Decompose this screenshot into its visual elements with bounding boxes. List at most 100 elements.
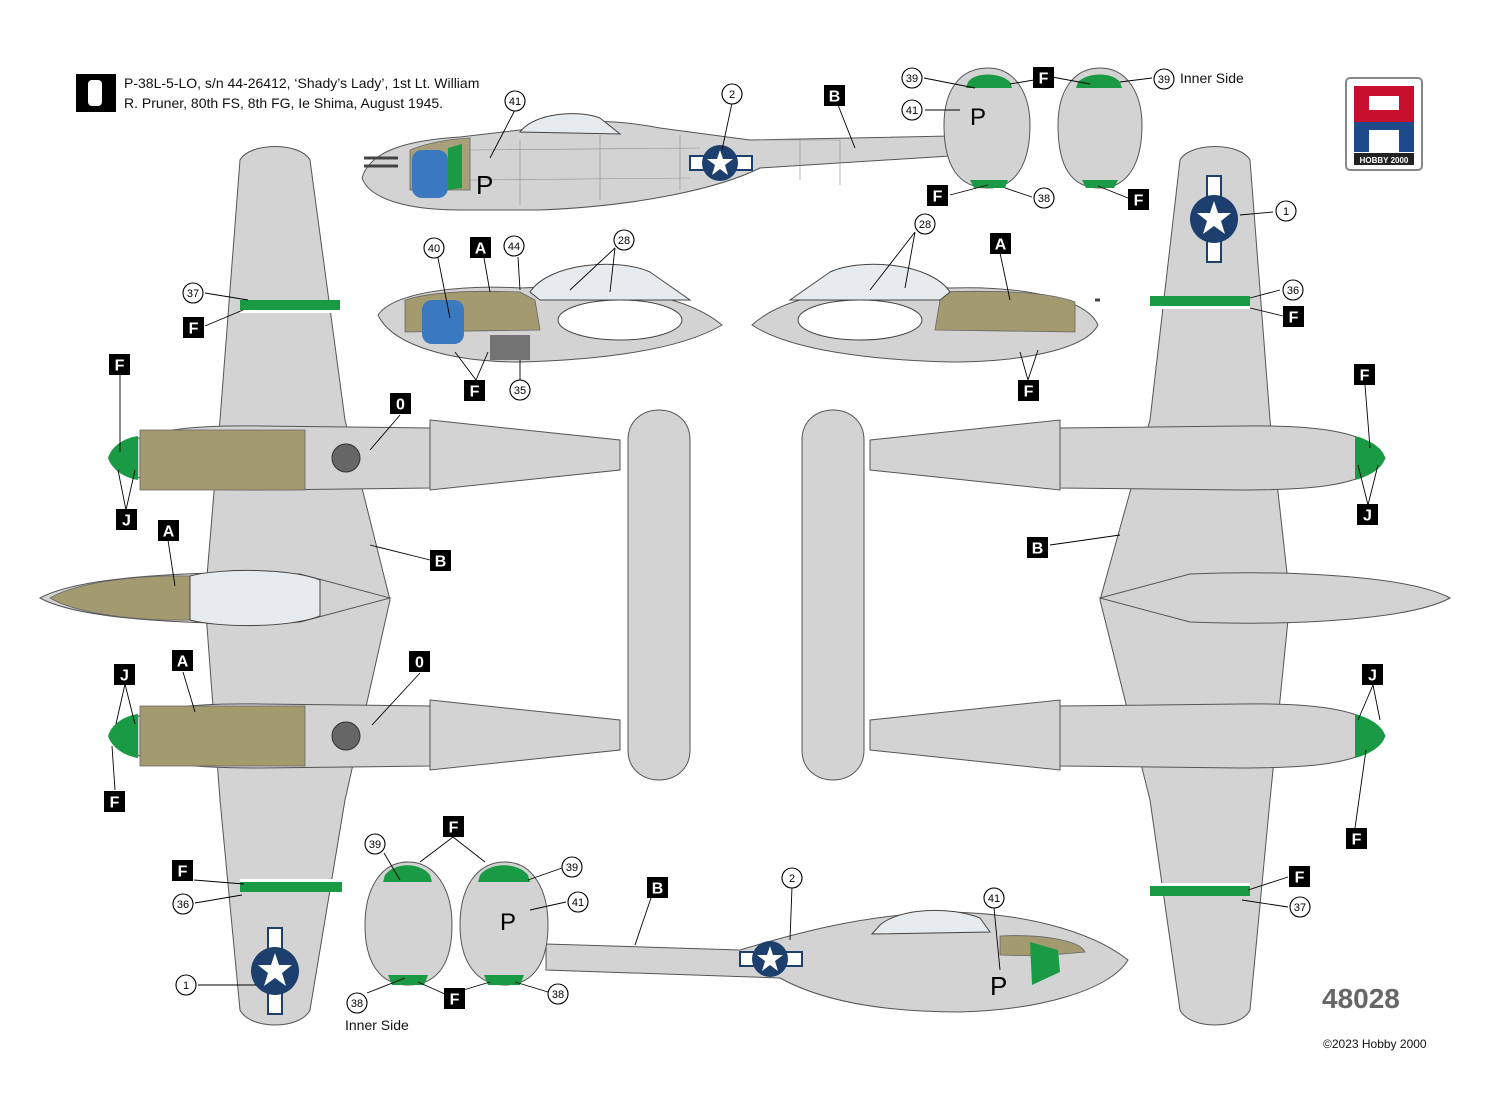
svg-text:39: 39 <box>566 862 578 874</box>
svg-text:F: F <box>933 189 943 206</box>
callout-circle: 39 <box>561 856 583 878</box>
svg-text:B: B <box>1032 541 1044 558</box>
callout-square: F <box>1346 828 1367 849</box>
callout-circle: 40 <box>423 237 445 259</box>
svg-text:44: 44 <box>508 241 520 253</box>
callout-square: J <box>1362 664 1383 685</box>
svg-text:F: F <box>1360 368 1370 385</box>
callout-circle: 41 <box>504 90 526 112</box>
profile-number-badge: I <box>76 74 116 112</box>
callout-square: A <box>990 233 1011 254</box>
svg-text:41: 41 <box>906 105 918 117</box>
callout-square: F <box>104 791 125 812</box>
letter-p-side-bottom: P <box>990 971 1007 1001</box>
callout-circle: 28 <box>613 229 635 251</box>
svg-text:F: F <box>110 795 120 812</box>
logo-text: HOBBY 2000 <box>1360 156 1409 165</box>
callout-square: F <box>1018 380 1039 401</box>
svg-text:F: F <box>450 992 460 1009</box>
caption-line-1: P-38L-5-LO, s/n 44-26412, ‘Shady’s Lady’… <box>124 75 479 91</box>
svg-text:37: 37 <box>1294 902 1306 914</box>
callout-square: F <box>927 185 948 206</box>
callout-circle: 41 <box>983 887 1005 909</box>
svg-text:0: 0 <box>396 397 405 414</box>
svg-text:36: 36 <box>1287 285 1299 297</box>
callout-circle: 36 <box>1282 279 1304 301</box>
callout-square: A <box>172 650 193 671</box>
leader-lines <box>111 76 1381 996</box>
callout-square: J <box>116 509 137 530</box>
svg-text:39: 39 <box>906 73 918 85</box>
callout-circle: 1 <box>175 974 197 996</box>
svg-text:39: 39 <box>369 839 381 851</box>
callout-circle: 35 <box>509 379 531 401</box>
plan-view-upper <box>38 146 691 1026</box>
plan-view-lower <box>801 146 1452 1026</box>
callout-square: J <box>114 664 135 685</box>
svg-text:F: F <box>1024 384 1034 401</box>
letter-p-side-top: P <box>476 170 493 200</box>
svg-text:F: F <box>189 321 199 338</box>
callout-square: B <box>647 877 668 898</box>
svg-text:40: 40 <box>428 243 440 255</box>
callout-circle: 39 <box>364 833 386 855</box>
tail-fins-bottom: P Inner Side <box>345 861 549 1033</box>
callout-circle: 41 <box>901 99 923 121</box>
svg-text:F: F <box>449 820 459 837</box>
callout-square: F <box>109 354 130 375</box>
svg-text:39: 39 <box>1158 74 1170 86</box>
callout-circle: 1 <box>1275 200 1297 222</box>
callout-square: F <box>1128 189 1149 210</box>
side-profile-bottom: P <box>545 909 1129 1013</box>
svg-text:28: 28 <box>618 235 630 247</box>
callout-circle: 39 <box>1153 68 1175 90</box>
wing-insignia-upper <box>251 927 299 1015</box>
callout-square: F <box>183 317 204 338</box>
svg-text:38: 38 <box>351 998 363 1010</box>
svg-text:B: B <box>652 881 664 898</box>
svg-text:A: A <box>163 524 175 541</box>
callout-circle: 2 <box>721 83 743 105</box>
svg-text:35: 35 <box>514 385 526 397</box>
side-profile-top: P <box>361 113 951 211</box>
callout-circle: 38 <box>1033 187 1055 209</box>
callout-square: J <box>1357 504 1378 525</box>
callout-circle: 39 <box>901 67 923 89</box>
hobby-2000-logo: HOBBY 2000 <box>1345 77 1423 171</box>
callout-circle: 44 <box>503 235 525 257</box>
callout-circle: 36 <box>172 893 194 915</box>
callout-square: B <box>430 550 451 571</box>
circle-callouts: 41 2 39 41 39 38 40 44 28 35 28 37 1 36 … <box>172 67 1311 1014</box>
svg-text:36: 36 <box>177 899 189 911</box>
svg-text:41: 41 <box>988 893 1000 905</box>
callout-square: B <box>1027 537 1048 558</box>
svg-text:B: B <box>829 89 841 106</box>
inner-side-label-top: Inner Side <box>1180 70 1244 86</box>
svg-text:28: 28 <box>919 219 931 231</box>
svg-text:41: 41 <box>509 96 521 108</box>
svg-text:A: A <box>475 241 487 258</box>
callout-circle: 2 <box>781 867 803 889</box>
callout-square: A <box>470 237 491 258</box>
svg-text:B: B <box>435 554 447 571</box>
callout-square: F <box>443 816 464 837</box>
svg-text:F: F <box>1352 832 1362 849</box>
svg-text:J: J <box>120 668 129 685</box>
callout-square: F <box>1354 364 1375 385</box>
svg-text:0: 0 <box>415 655 424 672</box>
svg-text:F: F <box>178 864 188 881</box>
callout-square: F <box>1283 306 1304 327</box>
callout-circle: 37 <box>1289 896 1311 918</box>
callout-square: 0 <box>390 393 411 414</box>
svg-text:F: F <box>1134 193 1144 210</box>
callout-square: 0 <box>409 651 430 672</box>
svg-text:F: F <box>115 358 125 375</box>
callout-square: F <box>1033 67 1054 88</box>
caption-line-2: R. Pruner, 80th FS, 8th FG, Ie Shima, Au… <box>124 95 443 111</box>
svg-text:2: 2 <box>789 873 795 885</box>
callout-square: F <box>1289 866 1310 887</box>
svg-text:1: 1 <box>183 980 189 992</box>
svg-text:37: 37 <box>187 288 199 300</box>
nose-detail-right <box>751 263 1100 363</box>
